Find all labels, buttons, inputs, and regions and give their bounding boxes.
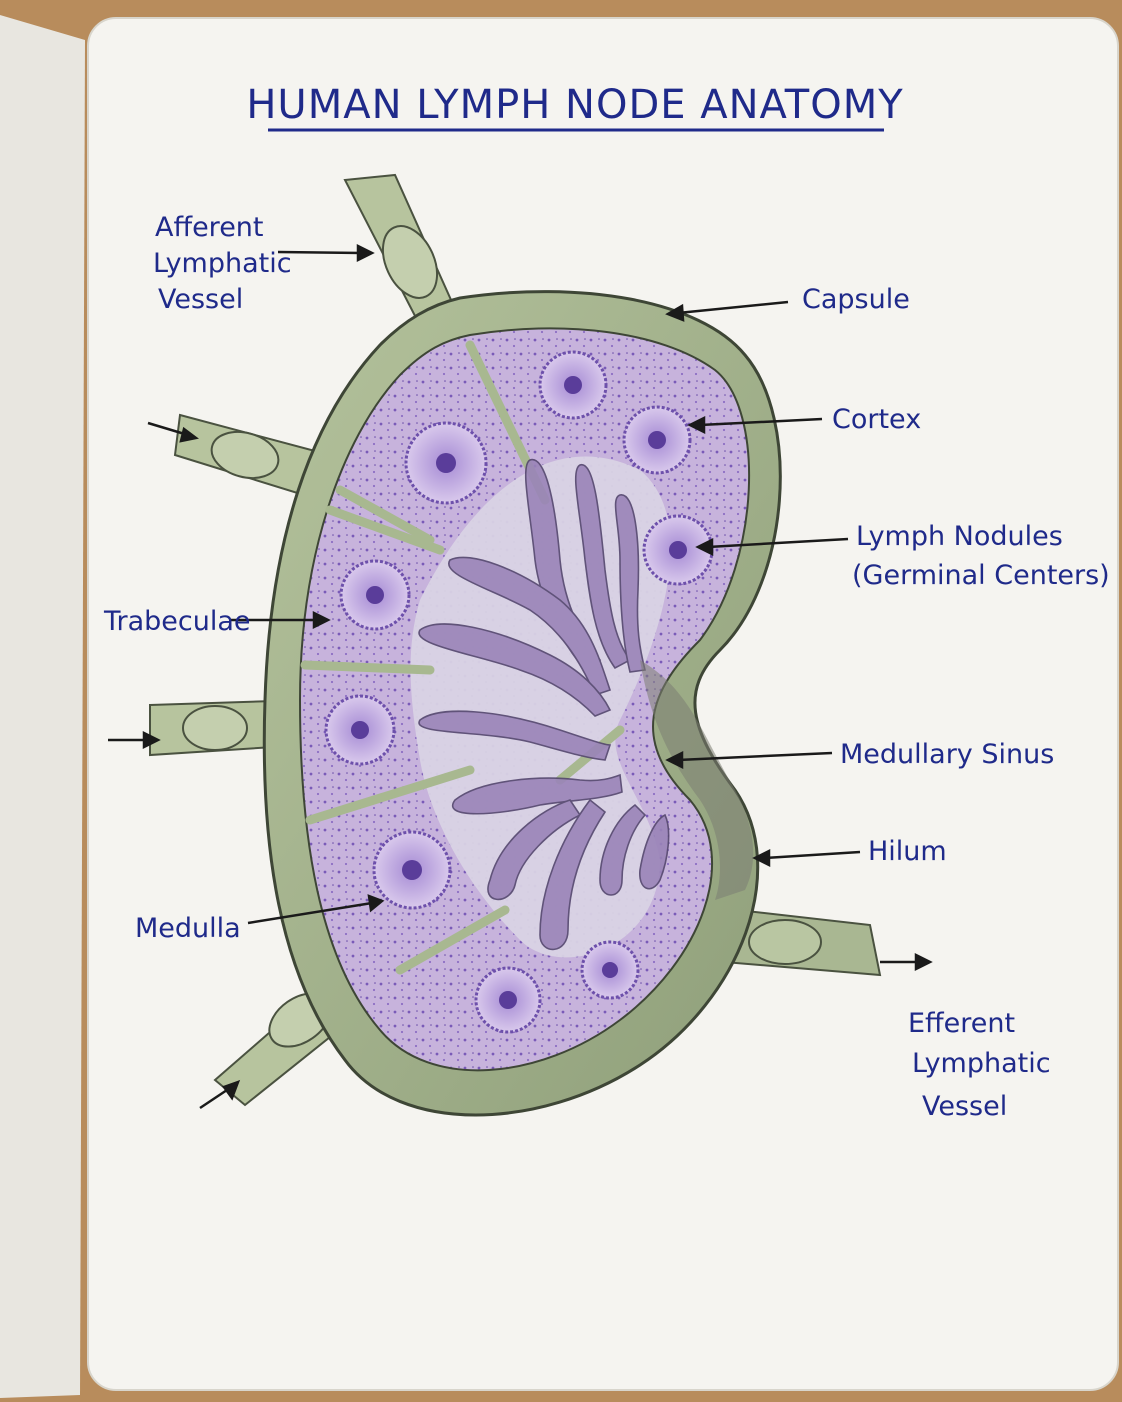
- pointer-arrows: [108, 243, 933, 1110]
- label-afferent-line3: Vessel: [158, 284, 243, 315]
- diagram-title: HUMAN LYMPH NODE ANATOMY: [246, 82, 903, 128]
- nodule-6: [324, 694, 396, 766]
- nodule-8: [474, 966, 542, 1034]
- label-cortex: Cortex: [832, 404, 921, 435]
- label-medulla: Medulla: [135, 913, 241, 944]
- label-afferent-line1: Afferent: [155, 212, 264, 243]
- nodule-2: [404, 421, 488, 505]
- hilum-shading: [640, 660, 754, 900]
- nodule-1: [538, 350, 608, 420]
- nodule-9: [580, 940, 640, 1000]
- label-trabeculae: Trabeculae: [103, 606, 251, 637]
- labels: Afferent Lymphatic Vessel Capsule Cortex…: [103, 212, 1110, 1122]
- left-page: [0, 15, 85, 1398]
- label-medullary-sinus: Medullary Sinus: [840, 739, 1054, 770]
- trabeculae-lines: [300, 340, 625, 975]
- label-nodules-line2: (Germinal Centers): [852, 560, 1110, 591]
- nodule-7: [372, 830, 452, 910]
- label-efferent-line3: Vessel: [922, 1091, 1007, 1122]
- label-efferent-line2: Lymphatic: [912, 1048, 1051, 1079]
- label-afferent-line2: Lymphatic: [153, 248, 292, 279]
- label-efferent-line1: Efferent: [908, 1008, 1015, 1039]
- label-nodules-line1: Lymph Nodules: [856, 521, 1063, 552]
- nodule-4: [642, 514, 714, 586]
- nodule-3: [622, 405, 692, 475]
- nodule-5: [339, 559, 411, 631]
- label-capsule: Capsule: [802, 284, 910, 315]
- medullary-cords: [418, 458, 670, 951]
- label-hilum: Hilum: [868, 836, 947, 867]
- lymph-nodules: [324, 350, 714, 1034]
